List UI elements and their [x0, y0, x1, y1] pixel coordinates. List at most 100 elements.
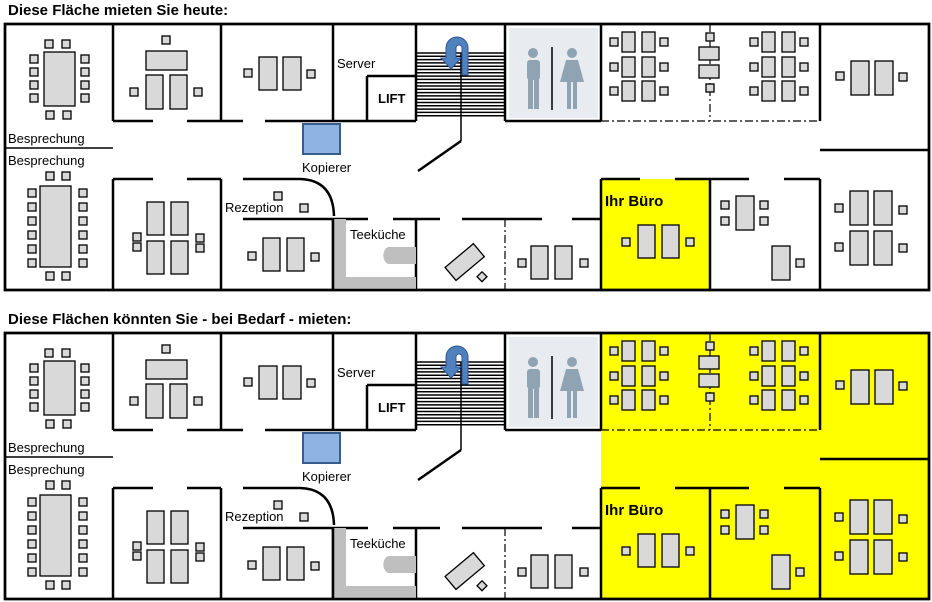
restroom-man-woman-icon	[534, 388, 539, 418]
restroom-man-woman-icon	[528, 48, 538, 58]
desk	[874, 60, 894, 96]
chair	[685, 546, 695, 556]
desk	[170, 510, 189, 545]
chair	[161, 344, 171, 354]
desk	[262, 546, 281, 581]
desk	[761, 56, 776, 78]
desk	[621, 56, 636, 78]
restroom-man-woman-icon	[527, 369, 540, 389]
chair	[835, 71, 845, 81]
chair	[195, 243, 205, 253]
desk	[781, 56, 796, 78]
chair	[834, 512, 844, 522]
chair	[898, 243, 908, 253]
chair	[799, 86, 809, 96]
desk	[145, 383, 164, 419]
restroom-background	[509, 337, 598, 427]
desk	[146, 201, 165, 236]
label-meeting-bottom: Besprechung	[8, 462, 85, 477]
desk	[170, 549, 189, 584]
floor-plan-optional: BesprechungServerLIFTKopiererBesprechung…	[3, 331, 931, 601]
chair	[78, 230, 88, 240]
desk	[43, 360, 76, 416]
chair	[27, 511, 37, 521]
chair	[61, 171, 71, 181]
desk	[621, 31, 636, 53]
chair	[795, 258, 805, 268]
desk	[282, 56, 302, 91]
chair	[898, 552, 908, 562]
kitchen-sink-counter	[383, 247, 416, 264]
chair	[78, 497, 88, 507]
chair	[45, 171, 55, 181]
desk	[873, 539, 893, 575]
restroom-man-woman-icon	[567, 389, 571, 418]
desk	[282, 365, 302, 400]
chair	[247, 560, 257, 570]
desk	[146, 549, 165, 584]
chair	[310, 252, 320, 262]
copier-icon	[302, 123, 341, 155]
chair	[195, 542, 205, 552]
chair	[45, 110, 55, 120]
desk	[698, 373, 720, 388]
desk	[145, 74, 164, 110]
desk	[874, 369, 894, 405]
chair	[299, 512, 309, 522]
chair	[61, 480, 71, 490]
desk	[637, 224, 656, 259]
kitchen-sink-counter	[383, 556, 416, 573]
chair	[80, 402, 90, 412]
chair	[834, 551, 844, 561]
chair	[898, 72, 908, 82]
chair	[609, 37, 619, 47]
restroom-man-woman-icon	[534, 79, 539, 109]
chair	[685, 237, 695, 247]
chair	[306, 69, 316, 79]
floor-plan-current: BesprechungServerLIFTKopiererBesprechung…	[3, 22, 931, 292]
desk	[850, 60, 870, 96]
desk	[554, 245, 573, 280]
desk	[781, 365, 796, 387]
desk	[661, 533, 680, 568]
chair	[799, 346, 809, 356]
chair	[609, 371, 619, 381]
desk	[39, 185, 72, 268]
stair-door-swing	[417, 139, 462, 173]
chair	[45, 419, 55, 429]
chair	[193, 396, 203, 406]
desk	[761, 389, 776, 411]
desk	[781, 389, 796, 411]
desk	[850, 369, 870, 405]
restroom-man-woman-icon	[560, 60, 584, 82]
desk	[698, 355, 720, 370]
chair	[659, 62, 669, 72]
desk	[641, 365, 656, 387]
desk	[849, 190, 869, 226]
chair	[80, 363, 90, 373]
chair	[132, 242, 142, 252]
chair	[80, 54, 90, 64]
restroom-man-woman-icon	[528, 79, 533, 109]
desk	[258, 56, 278, 91]
chair	[29, 67, 39, 77]
desk	[621, 340, 636, 362]
chair	[705, 32, 715, 42]
chair	[705, 341, 715, 351]
chair	[78, 567, 88, 577]
desk	[621, 389, 636, 411]
chair	[61, 580, 71, 590]
chair	[659, 86, 669, 96]
desk	[698, 46, 720, 61]
restroom-man-woman-icon	[528, 357, 538, 367]
desk	[641, 56, 656, 78]
chair	[476, 579, 488, 592]
chair	[273, 191, 283, 201]
label-copier: Kopierer	[302, 160, 352, 175]
chair	[78, 539, 88, 549]
chair	[659, 395, 669, 405]
desk	[873, 499, 893, 535]
desk	[661, 224, 680, 259]
label-lift: LIFT	[378, 91, 405, 106]
chair	[659, 37, 669, 47]
